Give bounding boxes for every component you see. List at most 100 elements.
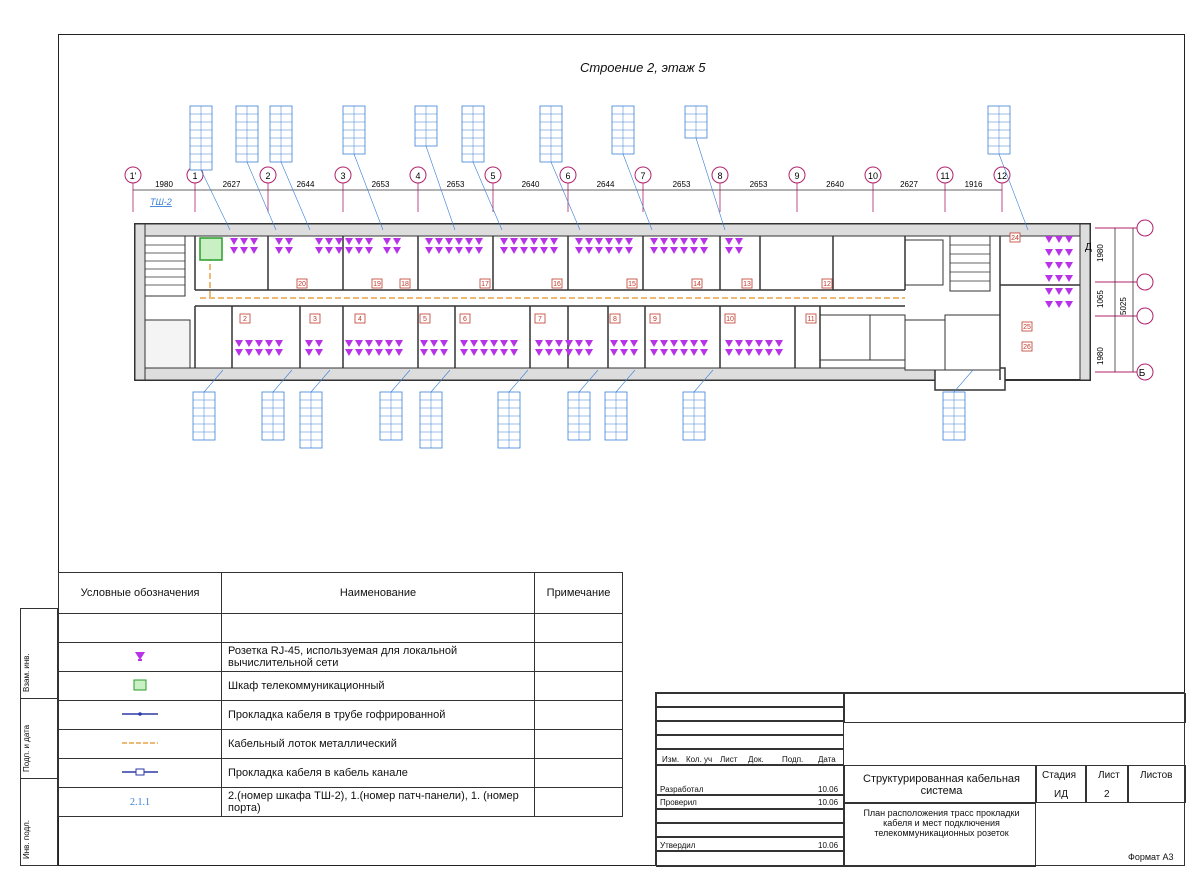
legend-name-channel: Прокладка кабеля в кабель канале: [221, 758, 535, 788]
cabinet-label: ТШ-2: [150, 197, 172, 207]
tag-block-top-9: [987, 105, 1011, 155]
stamp-col-data: Дата: [818, 755, 836, 764]
cable-channel-line-icon: [122, 768, 158, 775]
stamp-date-developed: 10.06: [818, 785, 839, 794]
legend-header-name: Наименование: [221, 572, 535, 614]
stamp-role-checked: Проверил: [660, 798, 697, 807]
legend-name-port-code: 2.(номер шкафа ТШ-2), 1.(номер патч-пане…: [221, 787, 535, 817]
room-number-east-24: 24: [1011, 235, 1019, 242]
tag-block-top-6: [539, 105, 563, 163]
stamp-stage-label: Стадия: [1042, 770, 1077, 781]
dim-right-2: 1065: [1096, 290, 1105, 308]
axis-number-10: 10: [868, 171, 878, 181]
room-number-north-18: 18: [401, 281, 409, 288]
stamp-project-title: Структурированная кабельная система: [863, 773, 1020, 797]
port-tag-blocks: [189, 105, 1029, 449]
room-number-north-19: 19: [373, 281, 381, 288]
rj45-socket-icon: [135, 651, 145, 661]
dim-right-1: 1980: [1096, 244, 1105, 262]
axis-number-9: 9: [794, 171, 799, 181]
stamp-sheet-label: Лист: [1098, 770, 1120, 781]
side-label-inv: Инв. подл.: [22, 819, 31, 859]
stamp-sheet-value: 2: [1104, 789, 1110, 800]
room-number-south-6: 6: [463, 316, 467, 323]
paper-format: Формат А3: [1128, 852, 1174, 862]
telecom-cabinet-icon: [133, 679, 147, 690]
stamp-role-developed: Разработал: [660, 785, 704, 794]
stamp-col-list: Лист: [720, 755, 738, 764]
axis-number-5: 5: [490, 171, 495, 181]
drawing-sheet-frame: [58, 34, 1185, 866]
stamp-col-izm: Изм.: [662, 755, 680, 764]
stamp-col-podp: Подп.: [782, 755, 804, 764]
tag-block-bottom-3: [379, 391, 403, 441]
axis-number-8: 8: [717, 171, 722, 181]
dimension-top-6: 2644: [597, 180, 615, 189]
axis-letter-b: Б: [1139, 368, 1146, 379]
room-number-north-13: 13: [743, 281, 751, 288]
corrugated-pipe-line-icon: [122, 711, 158, 716]
rooms-north-row: [194, 236, 1080, 380]
dimension-top-5: 2640: [522, 180, 540, 189]
room-number-north-20: 20: [298, 281, 306, 288]
dimension-top-0: 1980: [155, 180, 173, 189]
tag-block-bottom-5: [497, 391, 521, 449]
legend-name-cabinet: Шкаф телекоммуникационный: [221, 671, 535, 701]
dimension-top-7: 2653: [673, 180, 691, 189]
room-number-north-15: 15: [628, 281, 636, 288]
axis-number-2: 2: [265, 171, 270, 181]
tag-block-top-0: [189, 105, 213, 171]
axis-number-0: 1': [130, 171, 137, 181]
tag-block-top-7: [611, 105, 635, 155]
legend-name-tray: Кабельный лоток металлический: [221, 729, 535, 759]
building-walls: [134, 223, 1091, 391]
dim-right-3: 5025: [1119, 297, 1128, 315]
tag-block-top-2: [269, 105, 293, 163]
dimension-top-1: 2627: [223, 180, 241, 189]
stamp-date-approved: 10.06: [818, 841, 839, 850]
rooms-south-row: [194, 306, 821, 368]
axis-number-1: 1: [192, 171, 197, 181]
room-number-south-11: 11: [807, 316, 814, 323]
tag-block-bottom-4: [419, 391, 443, 449]
tag-block-top-8: [684, 105, 708, 139]
tag-block-top-4: [414, 105, 438, 147]
room-number-north-12: 12: [823, 281, 831, 288]
side-approval-strip: Взам. инв. Подп. и дата Инв. подл.: [20, 608, 58, 866]
stamp-col-kol: Кол. уч: [686, 755, 713, 764]
dim-right-4: 1980: [1096, 347, 1105, 365]
tag-block-bottom-6: [567, 391, 591, 441]
tag-block-bottom-7: [604, 391, 628, 441]
tag-block-bottom-2: [299, 391, 323, 449]
tag-block-top-1: [235, 105, 259, 163]
tag-block-top-5: [461, 105, 485, 163]
legend-header-note: Примечание: [534, 572, 623, 614]
side-label-sign-date: Подп. и дата: [22, 724, 31, 772]
room-number-east-25: 25: [1023, 324, 1031, 331]
dimension-top-3: 2653: [372, 180, 390, 189]
room-number-east-26: 26: [1023, 344, 1031, 351]
dimension-top-4: 2653: [447, 180, 465, 189]
tag-block-bottom-0: [192, 391, 216, 441]
stamp-sheet-title: План расположения трасс прокладки кабеля…: [863, 808, 1020, 838]
tag-block-bottom-9: [942, 391, 966, 441]
dimension-top-11: 1916: [965, 180, 983, 189]
legend-name-socket: Розетка RJ-45, используемая для локально…: [221, 642, 535, 672]
room-number-south-5: 5: [423, 316, 427, 323]
room-number-south-8: 8: [613, 316, 617, 323]
legend-name-pipe: Прокладка кабеля в трубе гофрированной: [221, 700, 535, 730]
axis-number-11: 11: [940, 171, 949, 181]
side-label-replace: Взам. инв.: [22, 653, 31, 692]
dimension-top-2: 2644: [297, 180, 315, 189]
dimension-top-9: 2640: [826, 180, 844, 189]
room-number-south-2: 2: [243, 316, 247, 323]
right-axis-bubbles: [1095, 219, 1154, 381]
drawing-title: Строение 2, этаж 5: [580, 60, 706, 75]
dimension-top-10: 2627: [900, 180, 918, 189]
axis-number-3: 3: [340, 171, 345, 181]
axis-letter-d: Д: [1085, 242, 1092, 253]
stamp-stage-value: ИД: [1054, 789, 1068, 800]
